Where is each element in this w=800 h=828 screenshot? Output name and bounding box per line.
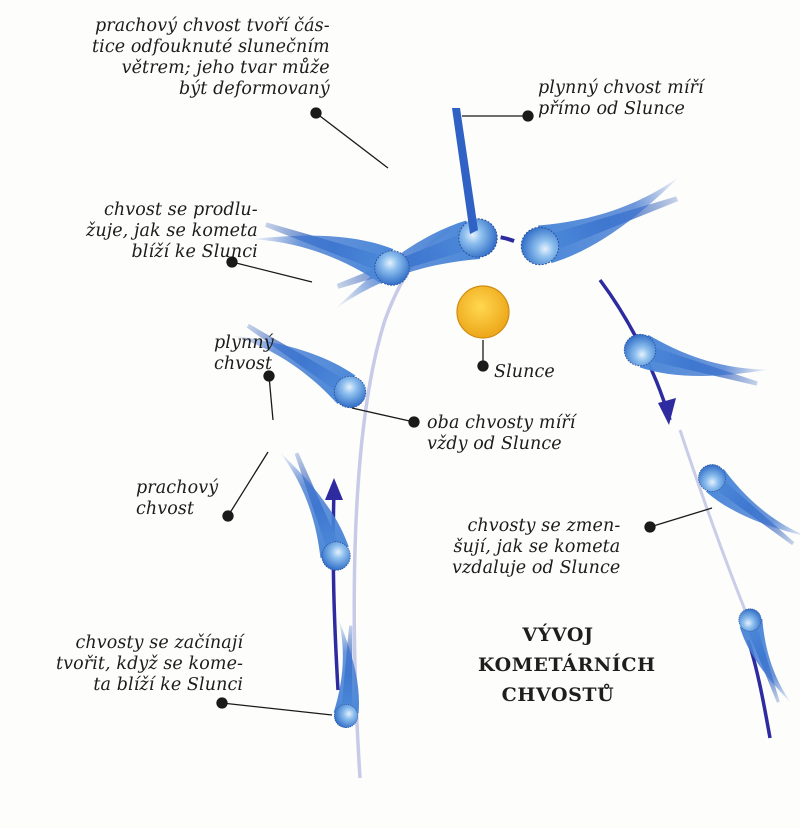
leader-dot-gas-tail	[263, 370, 275, 382]
label-gas-tail: plynný chvost	[214, 333, 274, 374]
comet-perihelion-gas-up	[452, 108, 478, 234]
leader-dot-tails-shrink	[644, 521, 656, 533]
comet-perihelion-right	[515, 173, 694, 272]
orbit-arrow-down-icon	[658, 398, 676, 425]
leader-dot-gas-direction	[522, 110, 534, 122]
label-tail-lengthens: chvost se prodlu- žuje, jak se kometa bl…	[86, 200, 258, 262]
diagram-title: VÝVOJ KOMETÁRNÍCH CHVOSTŮ	[478, 624, 656, 706]
label-tails-shrink: chvosty se zmen- šují, jak se kometa vzd…	[452, 516, 621, 578]
leader-dot-dust-shape	[310, 107, 322, 119]
leader-dot-dust-tail	[222, 510, 234, 522]
label-dust-tail: prachový chvost	[136, 478, 219, 519]
label-both-tails: oba chvosty míří vždy od Slunce	[427, 413, 576, 454]
leader-dot-both-tails	[408, 416, 420, 428]
orbit-incoming-faded	[352, 228, 451, 779]
orbit-outgoing-faded	[678, 429, 747, 611]
leader-lines	[216, 107, 713, 716]
sun-icon	[456, 285, 510, 339]
comet-approaching-top	[250, 205, 415, 292]
comet-receding-1	[619, 329, 771, 401]
leader-dot-sun	[477, 360, 489, 372]
label-dust-tail-shape: prachový chvost tvoří čás- tice odfouknu…	[92, 16, 330, 99]
label-tails-form: chvosty se začínají tvořit, když se kome…	[56, 633, 244, 695]
leader-dot-tail-lengthens	[226, 256, 238, 268]
sun-label: Slunce	[494, 362, 555, 382]
orbit-arrow-up-icon	[325, 478, 343, 500]
leader-dot-tails-form	[216, 697, 228, 709]
comet-receding-2	[692, 457, 800, 559]
label-gas-tail-direction: plynný chvost míří přímo od Slunce	[538, 78, 704, 119]
comet-receding-3	[734, 605, 794, 712]
comet-approaching-mid	[277, 440, 357, 576]
